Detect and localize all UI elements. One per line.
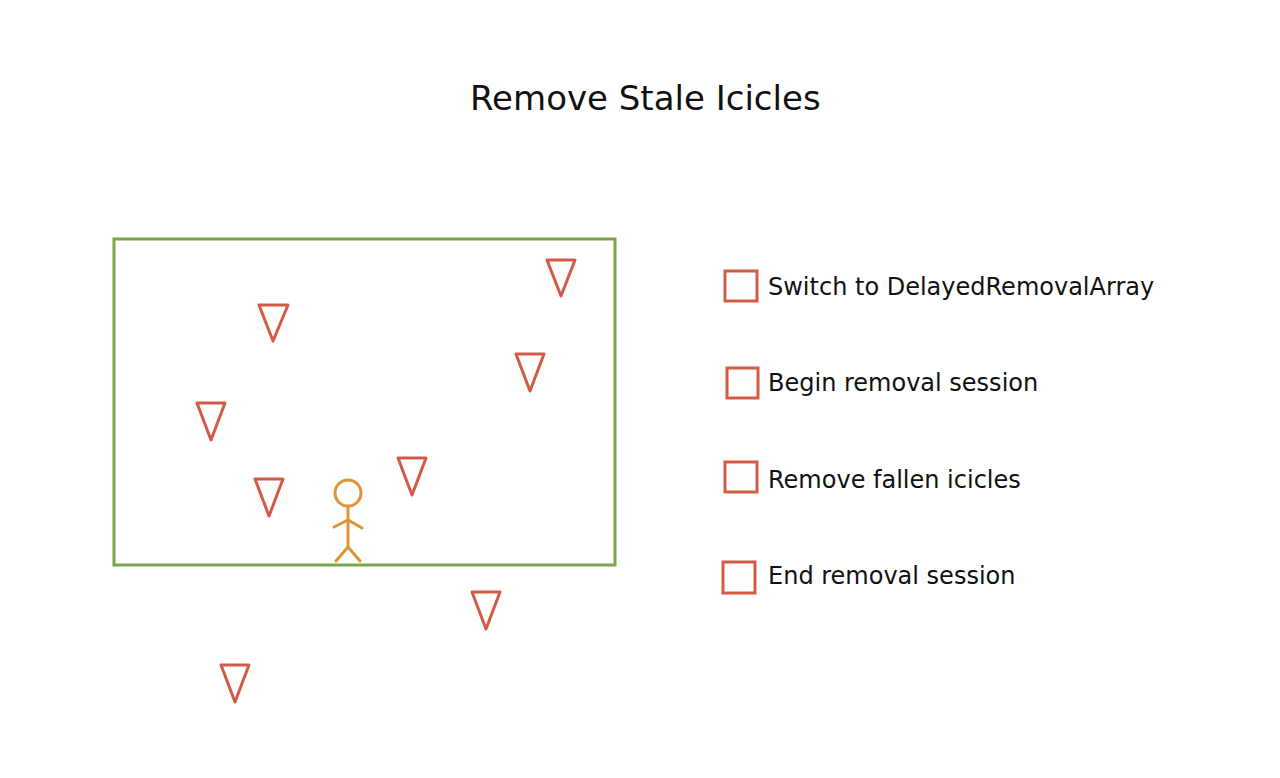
checkbox — [727, 368, 758, 398]
checkbox — [723, 562, 755, 593]
icicle — [221, 665, 249, 702]
checklist-item: Switch to DelayedRemovalArray — [768, 273, 1154, 302]
icicle — [197, 403, 225, 440]
icicle — [472, 592, 500, 629]
icicle — [259, 305, 288, 341]
icicles — [197, 260, 575, 702]
title: Remove Stale Icicles — [470, 78, 821, 119]
checkbox — [725, 271, 757, 301]
icicle — [398, 458, 426, 495]
icicle — [516, 354, 544, 391]
icicle — [547, 260, 575, 296]
region-outline — [114, 239, 615, 565]
stick-figure — [334, 480, 362, 561]
icicle — [255, 479, 283, 516]
checkboxes — [723, 271, 758, 593]
checklist-item: Begin removal session — [768, 369, 1038, 398]
checklist-item: End removal session — [768, 562, 1015, 591]
checkbox — [725, 462, 757, 492]
checklist-item: Remove fallen icicles — [768, 466, 1021, 495]
